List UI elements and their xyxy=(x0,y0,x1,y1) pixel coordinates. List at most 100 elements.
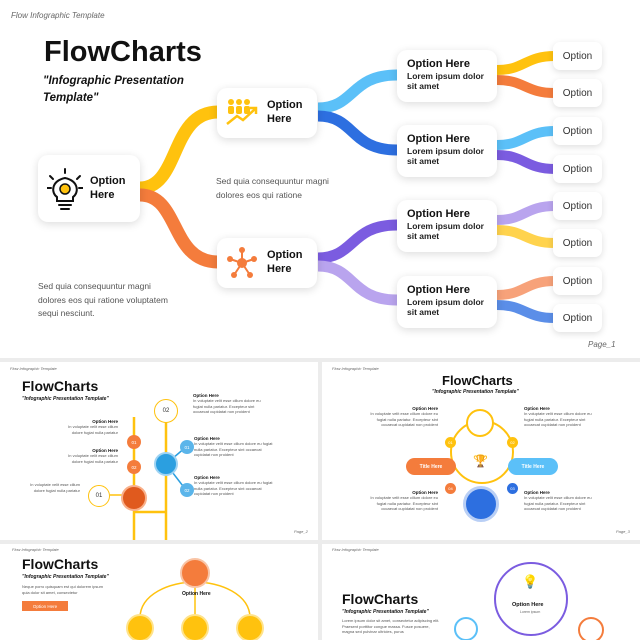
leaf-option-6[interactable]: Option xyxy=(553,229,602,257)
text-block-desc: In voluptate velit esse cillum dolore fu… xyxy=(68,424,118,435)
leaf-option-4[interactable]: Option xyxy=(553,155,602,183)
num-circle: 03 xyxy=(507,483,518,494)
middle-description: Sed quia consequuntur magni dolores eos … xyxy=(216,176,329,200)
child-node xyxy=(126,614,154,640)
leaf-option-7[interactable]: Option xyxy=(553,267,602,295)
magnifier-node xyxy=(121,485,147,511)
connector-leaf-1 xyxy=(496,51,556,75)
node-label: Option Here xyxy=(182,591,211,597)
child-node xyxy=(236,614,264,640)
level2-node-title: Option Here xyxy=(407,133,470,145)
child-node xyxy=(181,614,209,640)
title-pill-left[interactable]: Title Here xyxy=(406,458,456,475)
connector-bottom-1 xyxy=(317,219,398,264)
node-sublabel: Lorem ipsum xyxy=(520,610,541,614)
node-label: Option Here xyxy=(512,602,544,608)
step-circle: 02 xyxy=(127,460,141,474)
step-circle: 02 xyxy=(154,399,178,423)
level2-node-desc: Lorem ipsum dolor sit amet xyxy=(407,221,484,242)
level2-node-2[interactable]: Option Here Lorem ipsum dolor sit amet xyxy=(397,125,497,177)
leaf-option-3[interactable]: Option xyxy=(553,117,602,145)
text-block: Option Here In voluptate velit esse cill… xyxy=(524,406,596,428)
slide-header: Flow Infographic Template xyxy=(12,547,59,552)
root-node[interactable]: Option Here xyxy=(38,155,140,222)
num-circle: 04 xyxy=(445,483,456,494)
connector-leaf-5 xyxy=(496,201,556,225)
level2-node-desc: Lorem ipsum dolor sit amet xyxy=(407,297,484,318)
text-block-title: Option Here xyxy=(524,490,550,495)
leaf-option-2[interactable]: Option xyxy=(553,79,602,107)
text-block-title: Option Here xyxy=(194,436,220,441)
leaf-option-1[interactable]: Option xyxy=(553,42,602,70)
lightbulb-gear-icon xyxy=(47,168,83,210)
text-block-desc: In voluptate velit esse cillum dolore eu… xyxy=(524,495,592,512)
step-circle: 01 xyxy=(180,440,194,454)
lightbulb-icon: 💡 xyxy=(522,574,539,589)
text-block-desc: In voluptate velit esse cillum dolore eu… xyxy=(524,411,592,428)
slide-header: Flow Infographic Template xyxy=(332,366,379,371)
level2-node-1[interactable]: Option Here Lorem ipsum dolor sit amet xyxy=(397,50,497,102)
connector-leaf-4 xyxy=(496,150,556,174)
slide-title: FlowCharts xyxy=(22,378,99,394)
connector-top-1 xyxy=(317,69,398,114)
hub-node xyxy=(154,452,178,476)
text-block: Option Here In voluptate velit esse cill… xyxy=(368,406,438,428)
slide-header: Flow Infographic Template xyxy=(10,366,57,371)
step-circle: 02 xyxy=(180,483,194,497)
slide-4: Flow Infographic Template FlowCharts "In… xyxy=(0,544,318,640)
leaf-option-5[interactable]: Option xyxy=(553,192,602,220)
team-growth-icon xyxy=(226,99,258,125)
slide-header: Flow Infographic Template xyxy=(11,11,105,20)
text-block: Option Here In voluptate velit esse cill… xyxy=(524,490,596,512)
step-circle: 01 xyxy=(88,485,110,507)
leaf-option-8[interactable]: Option xyxy=(553,304,602,332)
text-block-desc: In voluptate velit esse cillum dolore eu… xyxy=(193,398,261,415)
num-circle: 02 xyxy=(507,437,518,448)
side-node-left xyxy=(454,617,478,640)
connector-leaf-3 xyxy=(496,126,556,150)
text-block: Option Here In voluptate velit esse cill… xyxy=(194,475,274,497)
slide-subtitle: "Infographic Presentation Template" xyxy=(342,609,429,615)
branch-node-bottom[interactable]: Option Here xyxy=(217,238,317,288)
root-node-label: Option Here xyxy=(90,175,126,202)
slide-subtitle: "Infographic Presentation Template" xyxy=(22,396,109,402)
connector-bottom-2 xyxy=(317,260,398,306)
text-block-desc: In voluptate velit esse cillum dolore fu… xyxy=(30,482,80,493)
text-block-desc: In voluptate velit esse cillum dolore fu… xyxy=(68,453,118,464)
text-block-title: Option Here xyxy=(92,448,118,453)
title-pill-right[interactable]: Title Here xyxy=(508,458,558,475)
network-icon xyxy=(227,247,257,278)
slide-subtitle: "Infographic Presentation Template" xyxy=(22,574,109,580)
text-block-desc: In voluptate velit esse cillum dolore eu… xyxy=(194,480,273,497)
connector-root-bottom xyxy=(139,188,219,269)
text-block: Option Here In voluptate velit esse cill… xyxy=(368,490,438,512)
level2-node-title: Option Here xyxy=(407,208,470,220)
side-node-right xyxy=(578,617,604,640)
branch-bottom-label: Option Here xyxy=(267,249,303,275)
center-node xyxy=(494,562,568,636)
trophy-icon: 🏆 xyxy=(473,454,488,468)
description: Lorem ipsum dolor sit amet, consectetur … xyxy=(342,618,440,635)
option-button[interactable]: Option Here xyxy=(22,601,68,611)
level2-node-4[interactable]: Option Here Lorem ipsum dolor sit amet xyxy=(397,276,497,328)
text-block-title: Option Here xyxy=(193,393,219,398)
branch-node-top[interactable]: Option Here xyxy=(217,88,317,138)
connector-lines xyxy=(139,51,556,323)
level2-node-desc: Lorem ipsum dolor sit amet xyxy=(407,71,484,92)
top-node xyxy=(180,558,210,588)
text-block-title: Option Here xyxy=(412,406,438,411)
connector-top-2 xyxy=(317,110,398,156)
text-block: In voluptate velit esse cillum dolore fu… xyxy=(30,482,80,493)
branch-top-label: Option Here xyxy=(267,99,303,125)
text-block: Option Here In voluptate velit esse cill… xyxy=(62,419,118,435)
text-block-title: Option Here xyxy=(412,490,438,495)
left-description: Sed quia consequuntur magni dolores eos … xyxy=(38,281,168,319)
num-circle: 01 xyxy=(445,437,456,448)
level2-node-title: Option Here xyxy=(407,58,470,70)
connector-root-top xyxy=(139,105,219,195)
slide-subtitle: "Infographic Presentation Template" xyxy=(432,389,519,395)
level2-node-title: Option Here xyxy=(407,284,470,296)
level2-node-3[interactable]: Option Here Lorem ipsum dolor sit amet xyxy=(397,200,497,252)
text-block: Option Here In voluptate velit esse cill… xyxy=(194,436,274,458)
step-circle: 01 xyxy=(127,435,141,449)
